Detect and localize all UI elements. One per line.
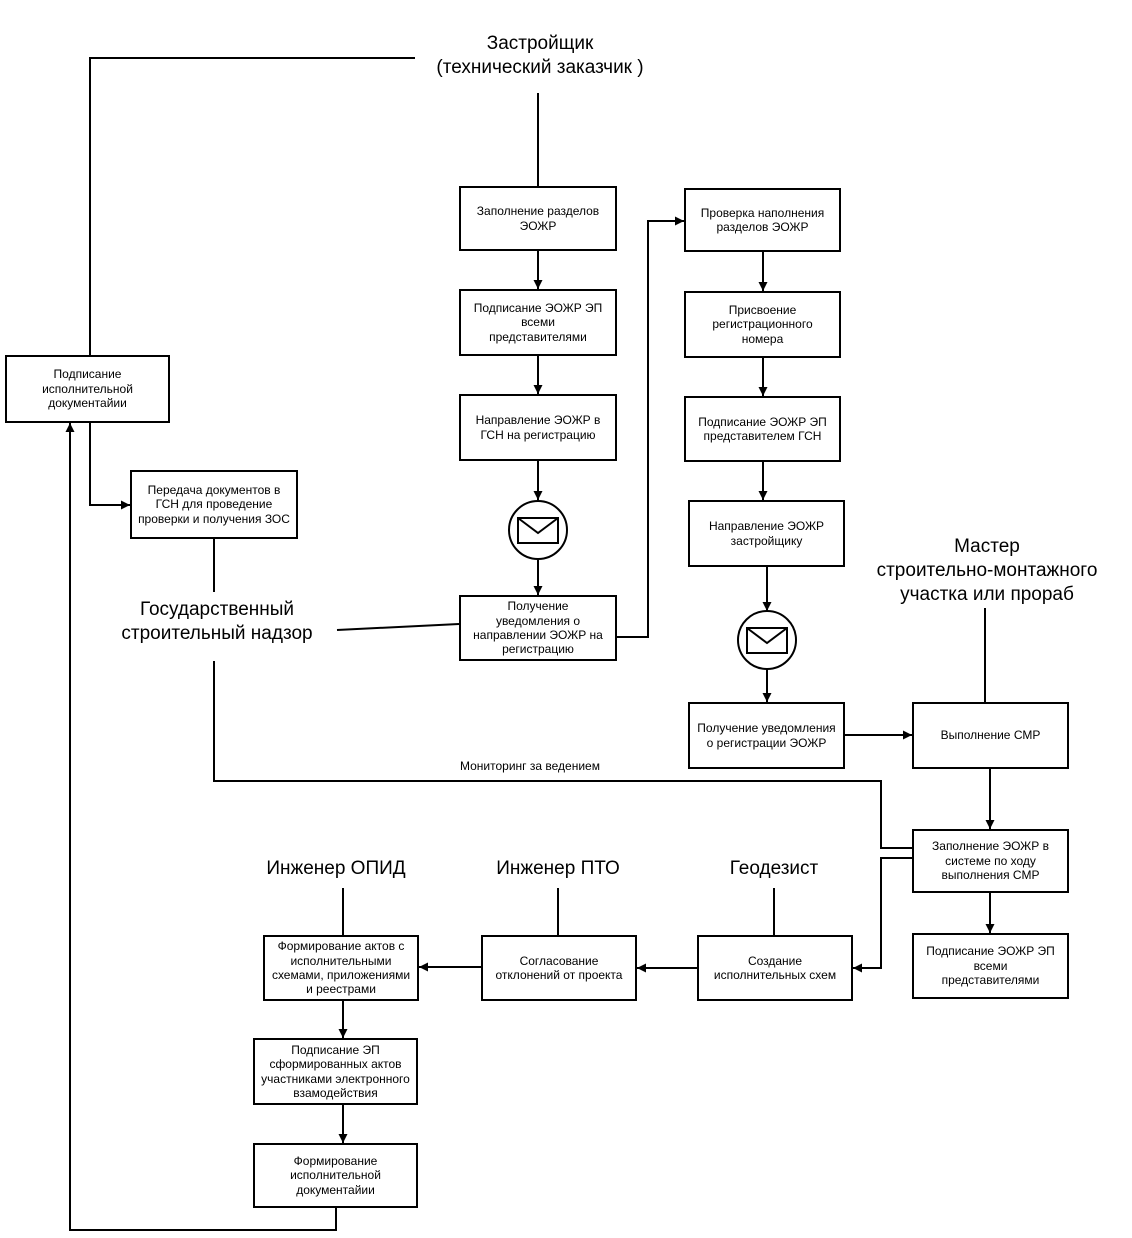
arrow-fill-eozhr-to-schemes: [853, 857, 912, 973]
envelope-flap: [517, 517, 559, 535]
box-sign-acts: Подписание ЭП сформированных актов участ…: [253, 1038, 418, 1105]
box-label: Направление ЭОЖР застройщику: [708, 519, 825, 548]
box-label: Заполнение разделов ЭОЖР: [476, 204, 600, 233]
box-label: Подписание ЭОЖР ЭП представителем ГСН: [698, 414, 827, 443]
arrow-receive-to-check: [617, 216, 684, 638]
box-fill-eozhr: Заполнение ЭОЖР в системе по ходу выполн…: [912, 829, 1069, 893]
box-label: Подписание ЭОЖР ЭП всеми представителями: [473, 300, 603, 344]
arrow-form-exec-to-sign-exec: [65, 423, 337, 1231]
envelope-flap: [746, 627, 788, 645]
box-label: Заполнение ЭОЖР в системе по ходу выполн…: [932, 839, 1049, 883]
box-fill-sections: Заполнение разделов ЭОЖР: [459, 186, 617, 251]
box-perform-smr: Выполнение СМР: [912, 702, 1069, 769]
box-sign-all-2: Подписание ЭОЖР ЭП всеми представителями: [912, 933, 1069, 999]
box-label: Формирование исполнительной документайии: [290, 1153, 381, 1197]
box-label: Подписание ЭП сформированных актов участ…: [261, 1042, 410, 1100]
box-label: Присвоение регистрационного номера: [712, 302, 813, 346]
box-receive-notice: Получение уведомления о направлении ЭОЖР…: [459, 595, 617, 661]
box-form-exec-doc: Формирование исполнительной документайии: [253, 1143, 418, 1208]
box-label: Согласование отклонений от проекта: [495, 953, 623, 982]
box-check-sections: Проверка наполнения разделов ЭОЖР: [684, 188, 841, 252]
envelope-event-1: [508, 500, 568, 560]
box-transfer-docs: Передача документов в ГСН для проведение…: [130, 470, 298, 539]
actor-opid: Инженер ОПИД: [266, 858, 406, 879]
line-gsn-to-receive: [336, 623, 460, 631]
box-label: Направление ЭОЖР в ГСН на регистрацию: [475, 413, 601, 442]
box-label: Передача документов в ГСН для проведение…: [138, 482, 290, 526]
line-monitoring: [213, 661, 912, 849]
box-form-acts: Формирование актов с исполнительными схе…: [263, 935, 419, 1001]
box-label: Проверка наполнения разделов ЭОЖР: [700, 205, 825, 234]
box-agree-deviations: Согласование отклонений от проекта: [481, 935, 637, 1001]
actor-geodesist: Геодезист: [729, 858, 819, 879]
arrow-to-transfer-docs: [89, 423, 130, 510]
envelope-event-2: [737, 610, 797, 670]
box-label: Подписание ЭОЖР ЭП всеми представителями: [926, 944, 1055, 988]
line-developer-to-sign-exec: [89, 57, 415, 355]
box-label: Создание исполнительных схем: [713, 953, 837, 982]
actor-developer: Застройщик (технический заказчик ): [436, 33, 644, 78]
box-label: Получение уведомления о направлении ЭОЖР…: [473, 599, 603, 657]
box-receive-registration: Получение уведомления о регистрации ЭОЖР: [688, 702, 845, 769]
box-label: Формирование актов с исполнительными схе…: [271, 939, 411, 997]
actor-master: Мастер строительно-монтажного участка ил…: [876, 536, 1098, 605]
actor-gsn: Государственный строительный надзор: [121, 599, 313, 644]
box-sign-gsn: Подписание ЭОЖР ЭП представителем ГСН: [684, 396, 841, 462]
label-monitoring: Мониторинг за ведением: [460, 759, 600, 773]
box-assign-number: Присвоение регистрационного номера: [684, 291, 841, 358]
box-send-developer: Направление ЭОЖР застройщику: [688, 500, 845, 567]
box-label: Подписание исполнительной документайии: [42, 367, 133, 411]
box-label: Выполнение СМР: [940, 728, 1041, 743]
box-sign-all-1: Подписание ЭОЖР ЭП всеми представителями: [459, 289, 617, 356]
box-create-schemes: Создание исполнительных схем: [697, 935, 853, 1001]
actor-pto: Инженер ПТО: [496, 858, 620, 879]
box-label: Получение уведомления о регистрации ЭОЖР: [697, 721, 836, 750]
box-send-gsn: Направление ЭОЖР в ГСН на регистрацию: [459, 394, 617, 461]
box-sign-exec-doc: Подписание исполнительной документайии: [5, 355, 170, 423]
